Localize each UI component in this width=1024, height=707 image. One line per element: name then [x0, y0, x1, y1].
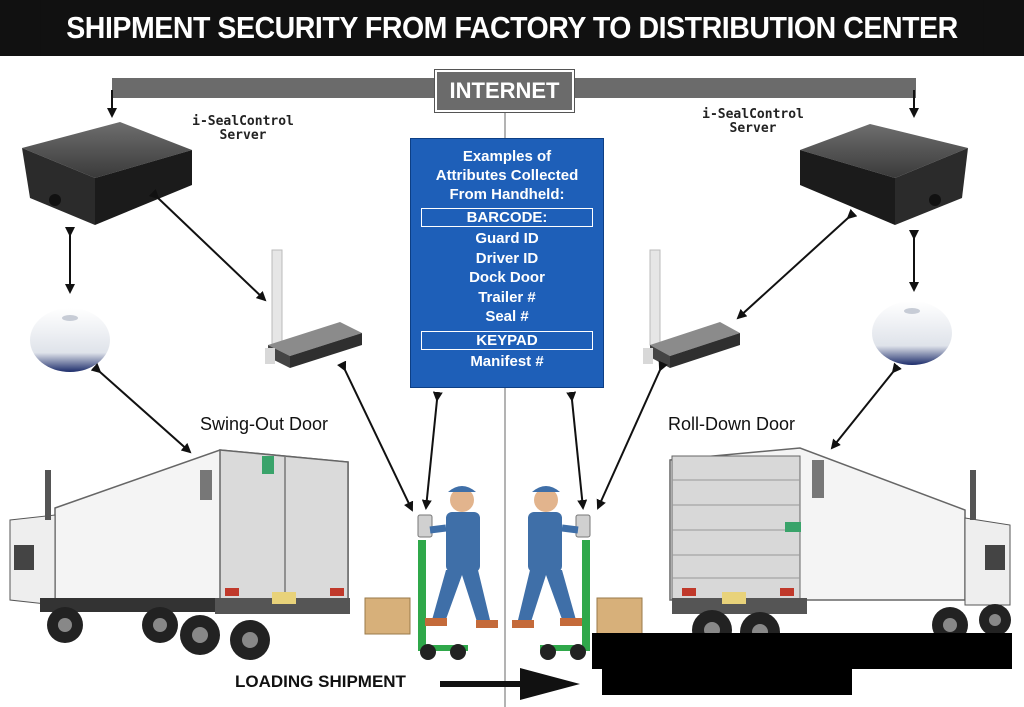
left-access-point-icon	[265, 249, 362, 368]
keypad-item: Manifest #	[470, 352, 544, 370]
barcode-item: Guard ID	[475, 230, 539, 247]
redaction-block	[592, 633, 1012, 669]
right-server-label: i-SealControl Server	[702, 107, 804, 136]
barcode-item: Trailer #	[478, 288, 536, 306]
internet-label: INTERNET	[434, 69, 575, 113]
right-dome-reader-icon	[872, 301, 952, 365]
right-server-icon	[800, 124, 968, 225]
right-worker-icon	[512, 486, 643, 660]
attributes-box: Examples of Attributes Collected From Ha…	[410, 138, 604, 388]
attributes-heading: Examples of Attributes Collected From Ha…	[435, 148, 579, 203]
right-door-label: Roll-Down Door	[668, 414, 796, 434]
barcode-header: BARCODE:	[421, 208, 593, 227]
loading-arrow	[440, 668, 580, 700]
page-title: SHIPMENT SECURITY FROM FACTORY TO DISTRI…	[40, 0, 984, 56]
keypad-header: KEYPAD	[421, 330, 593, 350]
left-dome-reader-icon	[30, 308, 110, 372]
right-truck-icon	[669, 447, 1011, 652]
left-worker-icon	[364, 486, 498, 660]
left-truck-icon	[9, 449, 350, 660]
right-access-point-icon	[643, 249, 740, 368]
barcode-item: Driver ID	[475, 249, 539, 267]
barcode-item: Seal #	[485, 308, 529, 325]
redaction-block	[602, 667, 852, 695]
barcode-item: Dock Door	[469, 269, 545, 286]
left-server-icon	[22, 122, 192, 225]
loading-shipment-label: LOADING SHIPMENT	[235, 672, 406, 691]
left-door-label: Swing-Out Door	[200, 414, 329, 434]
connection-arrows	[65, 188, 919, 512]
left-server-label: i-SealControl Server	[192, 114, 294, 143]
